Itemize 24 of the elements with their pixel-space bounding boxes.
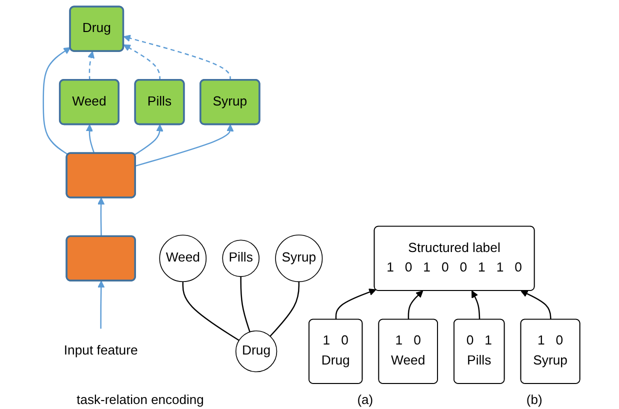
- arrow: [87, 51, 95, 80]
- arrow: [97, 198, 105, 237]
- arrow: [123, 44, 161, 80]
- caption-text: (b): [526, 392, 542, 407]
- connector: [240, 276, 250, 332]
- arrow: [520, 290, 552, 320]
- caption-text: task-relation encoding: [76, 392, 204, 407]
- node-text: Input feature: [64, 344, 138, 358]
- node-circle: Pills: [222, 240, 260, 277]
- connector: [182, 282, 240, 341]
- arrow: [42, 47, 71, 156]
- arrow: [123, 34, 231, 80]
- node-circle: Weed: [159, 234, 207, 282]
- arrow: [472, 290, 480, 320]
- caption-text: (a): [357, 392, 374, 407]
- arrow: [135, 124, 234, 167]
- connector: [270, 282, 300, 337]
- arrow: [134, 124, 164, 156]
- arrow: [408, 290, 424, 320]
- node-circle: Drug: [235, 330, 278, 372]
- arrow: [335, 288, 376, 320]
- node-circle: Syrup: [275, 234, 323, 282]
- arrow: [98, 280, 105, 330]
- arrow: [86, 124, 95, 154]
